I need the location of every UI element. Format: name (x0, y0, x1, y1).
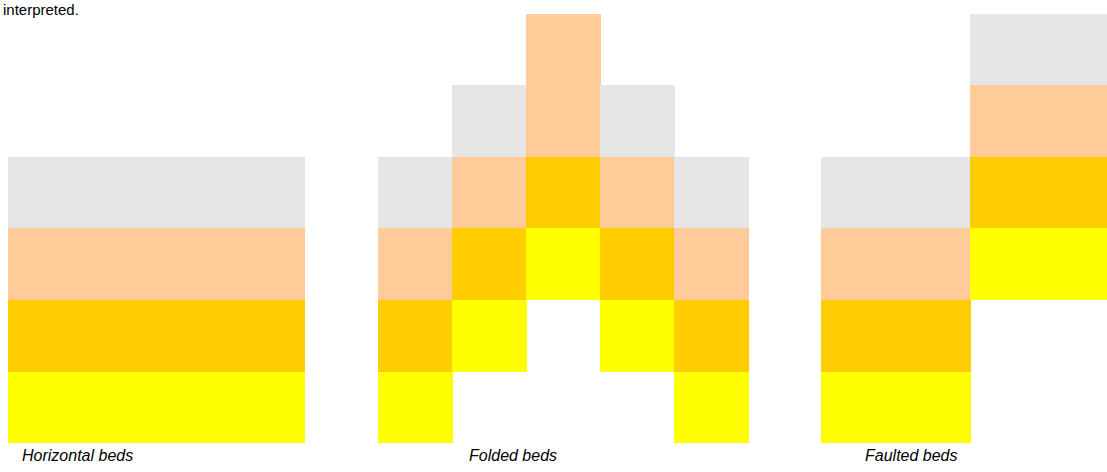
folded-beds (378, 14, 749, 443)
faulted-beds (821, 14, 1107, 443)
yellow-bed (970, 228, 1107, 300)
figure-caption: Folded beds (469, 446, 557, 466)
grey-bed (452, 85, 527, 157)
horizontal-beds (8, 157, 305, 443)
orange-bed (452, 228, 527, 300)
figure-caption: Faulted beds (865, 446, 958, 466)
yellow-bed (600, 300, 675, 372)
grey-bed (600, 85, 675, 157)
orange-bed (674, 300, 749, 372)
peach-bed (8, 228, 305, 300)
orange-bed (526, 157, 601, 229)
yellow-bed (821, 372, 971, 443)
peach-bed (821, 228, 971, 300)
peach-bed (970, 85, 1107, 157)
yellow-bed (378, 372, 453, 443)
peach-bed (526, 14, 601, 157)
peach-bed (452, 157, 527, 229)
orange-bed (8, 300, 305, 372)
grey-bed (8, 157, 305, 229)
yellow-bed (452, 300, 527, 372)
orange-bed (821, 300, 971, 372)
figure-caption: Horizontal beds (22, 446, 133, 466)
yellow-bed (526, 228, 601, 300)
peach-bed (378, 228, 453, 300)
grey-bed (378, 157, 453, 229)
grey-bed (821, 157, 971, 229)
yellow-bed (8, 372, 305, 443)
peach-bed (600, 157, 675, 229)
orange-bed (600, 228, 675, 300)
orange-bed (970, 157, 1107, 229)
grey-bed (970, 14, 1107, 86)
orange-bed (378, 300, 453, 372)
grey-bed (674, 157, 749, 229)
peach-bed (674, 228, 749, 300)
note-text: interpreted. (3, 0, 79, 20)
yellow-bed (674, 372, 749, 443)
